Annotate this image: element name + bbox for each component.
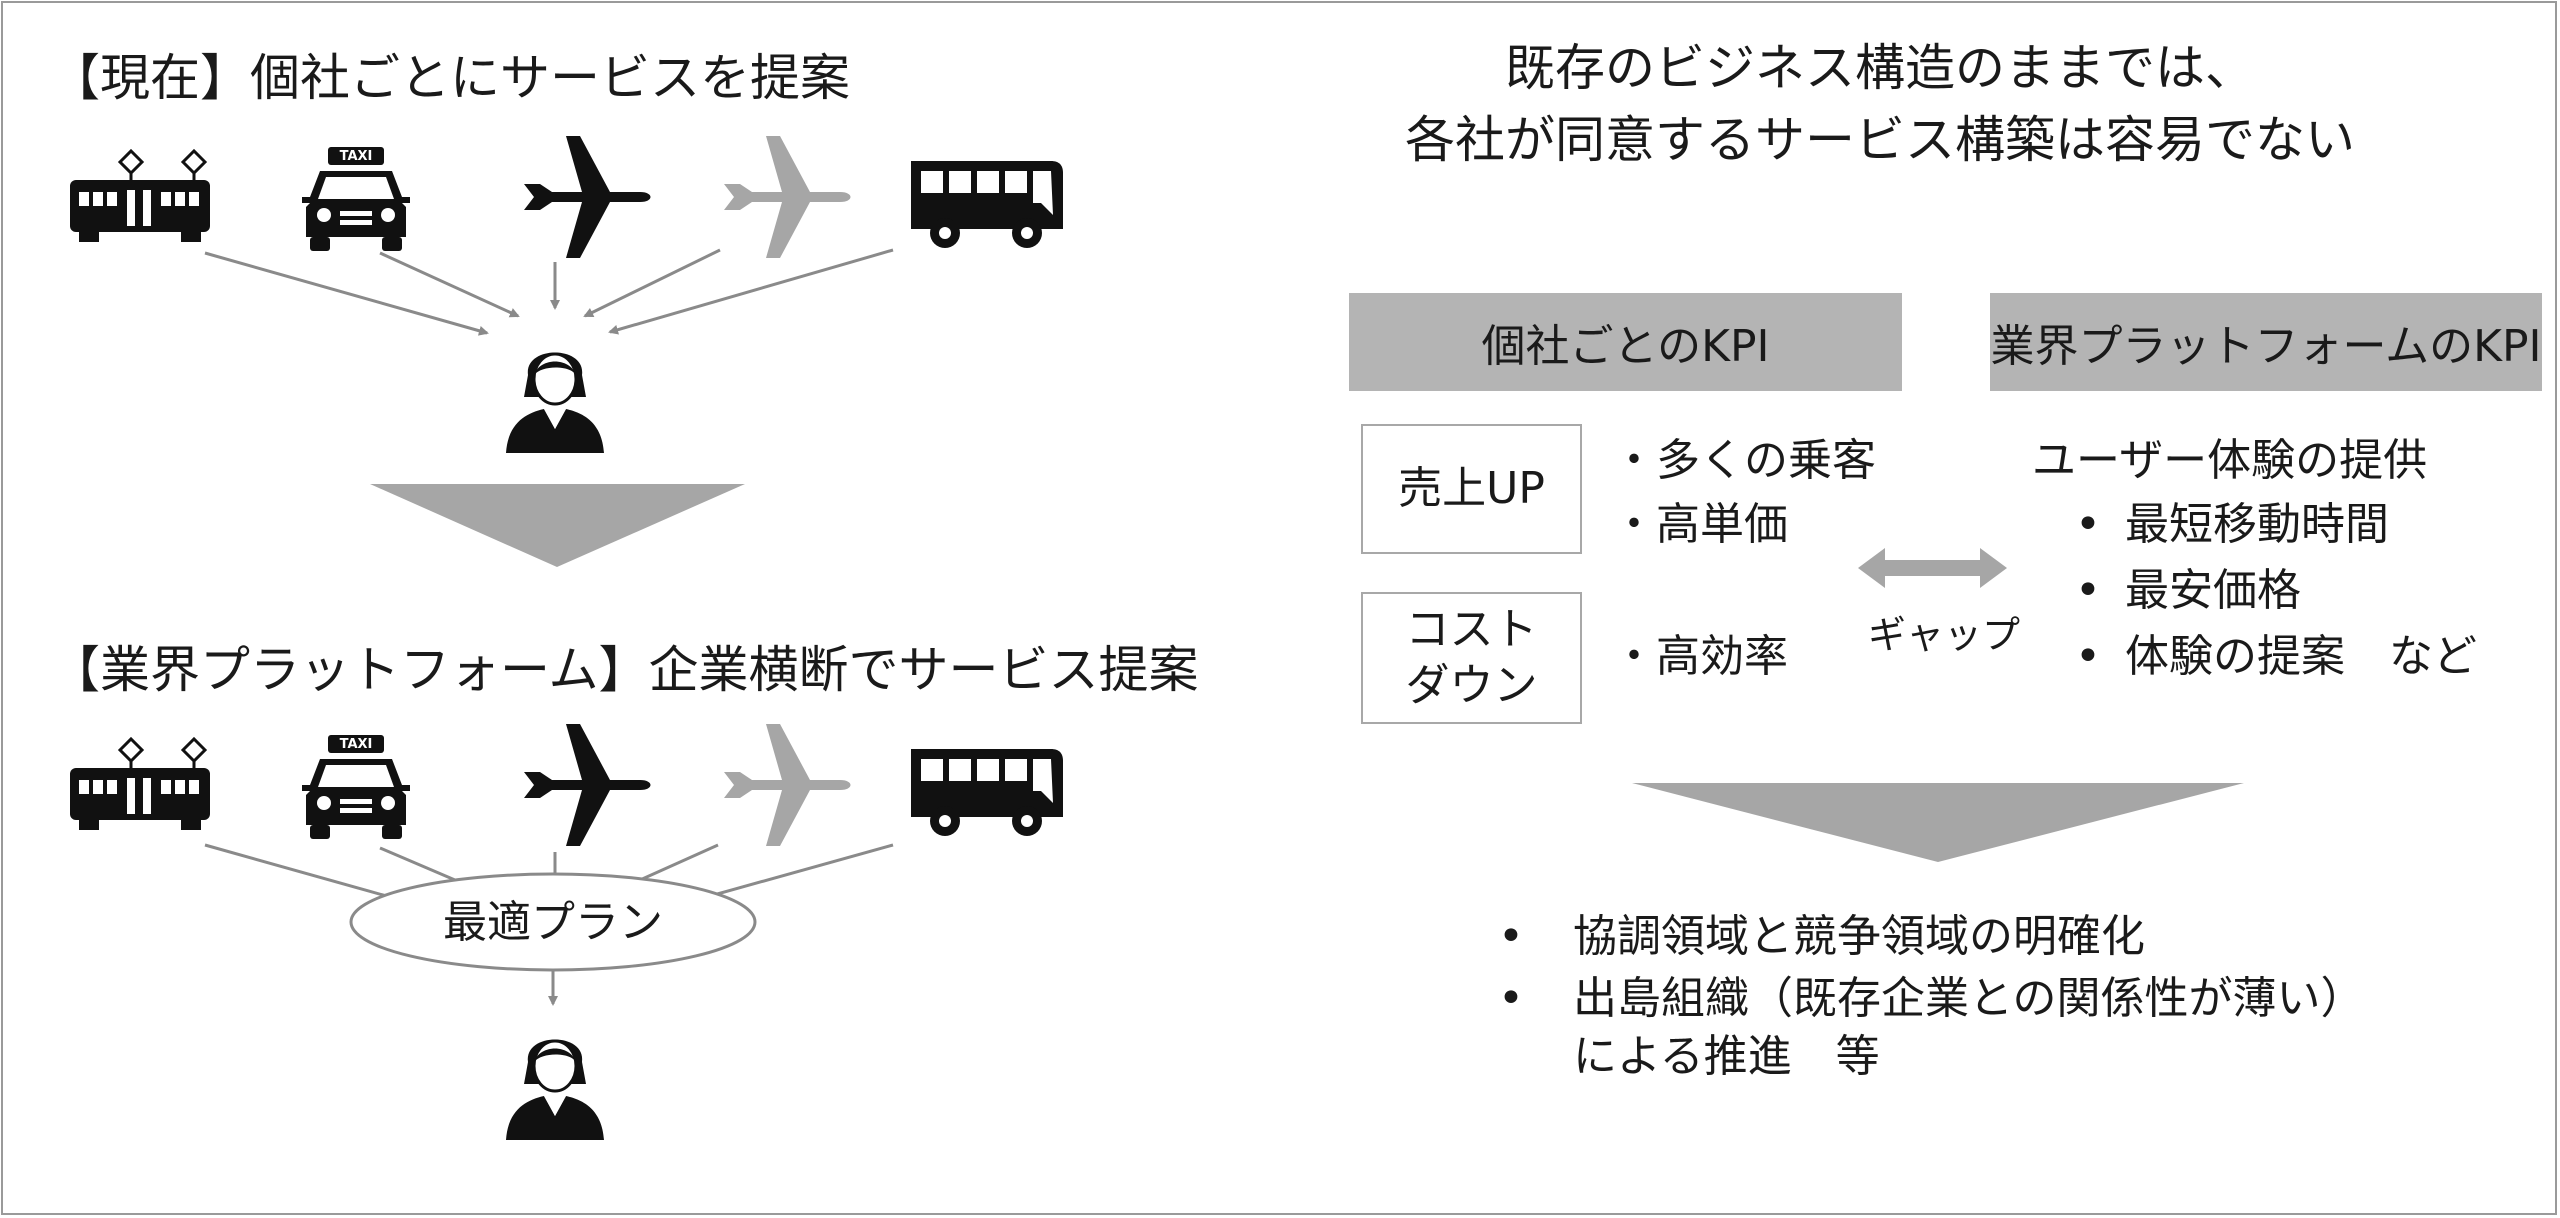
platform-item-lowest-price: 最安価格	[2075, 558, 2477, 624]
headline-line2: 各社が同意するサービス構築は容易でない	[1405, 111, 2355, 169]
headline-line1: 既存のビジネス構造のままでは、	[1505, 39, 2255, 97]
train-icon-top	[68, 149, 212, 244]
arrow-plane-faded	[583, 248, 721, 318]
train-icon-bottom	[68, 737, 212, 832]
converging-arrows-top	[204, 248, 894, 336]
person-icon-top	[504, 351, 606, 455]
arrow-bus	[608, 248, 894, 335]
bus-icon-bottom	[911, 749, 1063, 836]
conclusion-list: 協調領域と競争領域の明確化 出島組織（既存企業との関係性が薄い）	[1498, 906, 2365, 1030]
arrow-taxi	[379, 251, 520, 318]
optimal-plan-label: 最適プラン	[443, 897, 663, 948]
airplane-icon-bottom	[524, 724, 651, 846]
airplane-icon-top	[524, 136, 651, 258]
line-taxi	[379, 846, 456, 882]
line-bus	[709, 843, 894, 898]
gap-label: ギャップ	[1868, 613, 2021, 657]
sales-up-label: 売上UP	[1398, 463, 1545, 514]
arrow-train	[204, 251, 489, 336]
gap-double-arrow	[1858, 548, 2007, 588]
cost-down-label-line1: コスト	[1405, 604, 1538, 655]
platform-kpi-list: 最短移動時間 最安価格 体験の提案 など	[2075, 492, 2477, 690]
down-arrow-left	[370, 484, 745, 567]
conclusion-item-areas: 協調領域と競争領域の明確化	[1498, 906, 2365, 968]
platform-state-title: 【業界プラットフォーム】企業横断でサービス提案	[50, 641, 1199, 699]
conclusion-item-spinoff: 出島組織（既存企業との関係性が薄い）	[1498, 968, 2365, 1030]
airplane-faded-icon-bottom	[724, 724, 851, 846]
person-icon-bottom	[504, 1038, 606, 1142]
kpi-header-individual: 個社ごとのKPI	[1349, 293, 1902, 391]
bus-icon-top	[911, 161, 1063, 248]
current-state-title: 【現在】個社ごとにサービスを提案	[50, 49, 850, 107]
platform-item-shortest-time: 最短移動時間	[2075, 492, 2477, 558]
down-arrow-right	[1632, 783, 2244, 862]
cost-item-efficiency: ・高効率	[1612, 631, 1788, 682]
platform-lead: ユーザー体験の提供	[2032, 435, 2428, 486]
sales-up-box: 売上UP	[1361, 424, 1582, 554]
taxi-sign-bottom: TAXI	[340, 737, 373, 752]
connector-lines-bottom	[204, 843, 894, 899]
cost-down-label-line2: ダウン	[1405, 660, 1538, 711]
conclusion-continuation: による推進 等	[1573, 1031, 1880, 1082]
kpi-header-platform: 業界プラットフォームのKPI	[1990, 293, 2542, 391]
platform-item-experience: 体験の提案 など	[2075, 624, 2477, 690]
sales-item-passengers: ・多くの乗客	[1612, 435, 1876, 486]
taxi-sign-top: TAXI	[340, 149, 373, 164]
line-train	[204, 843, 391, 899]
airplane-faded-icon-top	[724, 136, 851, 258]
cost-down-box: コスト ダウン	[1361, 592, 1582, 724]
line-plane-faded	[639, 843, 719, 882]
sales-item-price: ・高単価	[1612, 499, 1788, 550]
